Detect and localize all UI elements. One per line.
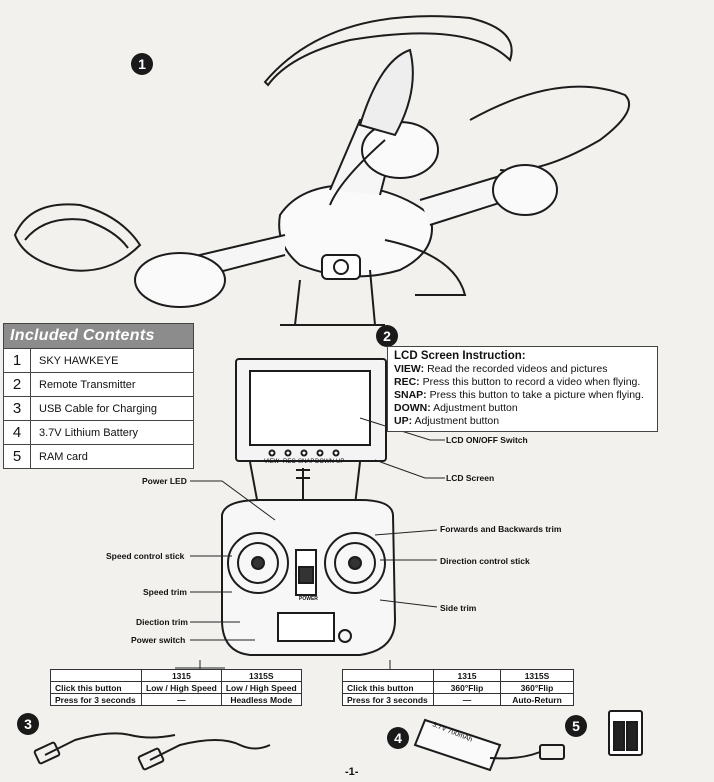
- contents-num: 2: [4, 373, 31, 396]
- motor-pod-right: [492, 164, 558, 216]
- lcd-line-rec: REC: Press this button to record a video…: [394, 376, 641, 388]
- contents-row: 3 USB Cable for Charging: [4, 396, 193, 420]
- lcd-line-up: UP: Adjustment button: [394, 415, 500, 427]
- prop-back: [358, 48, 414, 137]
- table-cell: 1315S: [500, 669, 574, 682]
- table-cell: Low / High Speed: [220, 681, 302, 694]
- transmitter-screen: [277, 612, 335, 642]
- lcd-line-down: DOWN: Adjustment button: [394, 402, 518, 414]
- contents-label: RAM card: [39, 450, 88, 463]
- power-button: [338, 629, 352, 643]
- drone-camera: [321, 254, 361, 280]
- table-cell: 360°Flip: [500, 681, 574, 694]
- lcd-line-snap: SNAP: Press this button to take a pictur…: [394, 389, 644, 401]
- badge-5: 5: [565, 715, 587, 737]
- battery: [413, 718, 502, 772]
- left-stick-gimbal: [227, 532, 289, 594]
- badge-4: 4: [387, 727, 409, 749]
- callout-fwd-back-trim: Forwards and Backwards trim: [440, 524, 562, 534]
- contents-num: 4: [4, 421, 31, 444]
- screen-btn-up: UP: [336, 459, 345, 465]
- contents-label: Remote Transmitter: [39, 378, 136, 391]
- table-cell: Low / High Speed: [141, 681, 222, 694]
- table-cell: 1315S: [220, 669, 302, 682]
- contents-label: USB Cable for Charging: [39, 402, 158, 415]
- lcd-line-view: VIEW: Read the recorded videos and pictu…: [394, 363, 608, 375]
- callout-lcd-onoff: LCD ON/OFF Switch: [446, 435, 528, 445]
- contents-row: 2 Remote Transmitter: [4, 372, 193, 396]
- drone-guard-top: [263, 15, 513, 87]
- contents-num: 5: [4, 445, 31, 468]
- table-cell: —: [141, 693, 222, 706]
- screen-btn-snap: SNAP: [298, 459, 315, 465]
- contents-num: 1: [4, 349, 31, 372]
- table-cell: Press for 3 seconds: [342, 693, 434, 706]
- callout-speed-trim: Speed trim: [143, 587, 187, 597]
- contents-row: 5 RAM card: [4, 444, 193, 468]
- lcd-instruction-box: LCD Screen Instruction: VIEW: Read the r…: [387, 346, 658, 432]
- table-cell: Click this button: [50, 681, 142, 694]
- table-cell: 1315: [433, 669, 501, 682]
- usb-cable-2: [149, 739, 271, 761]
- included-contents-table: Included Contents 1 SKY HAWKEYE 2 Remote…: [3, 323, 194, 469]
- table-cell: 360°Flip: [433, 681, 501, 694]
- badge-2: 2: [376, 325, 398, 347]
- callout-power-switch: Power switch: [131, 635, 186, 645]
- landing-gear: [280, 239, 467, 326]
- callout-direction-stick: Direction control stick: [440, 556, 530, 566]
- callout-speed-stick: Speed control stick: [106, 551, 185, 561]
- contents-label: SKY HAWKEYE: [39, 354, 119, 367]
- table-cell: [50, 669, 142, 682]
- contents-label: 3.7V Lithium Battery: [39, 426, 139, 439]
- table-cell: [342, 669, 434, 682]
- callout-side-trim: Side trim: [440, 603, 477, 613]
- callout-lcd-screen: LCD Screen: [446, 473, 495, 483]
- callout-power-led: Power LED: [142, 476, 187, 486]
- table-cell: Press for 3 seconds: [50, 693, 142, 706]
- lcd-instruction-title: LCD Screen Instruction:: [394, 350, 526, 362]
- right-stick-gimbal: [324, 532, 386, 594]
- motor-pod-left: [134, 252, 226, 308]
- table-cell: Headless Mode: [220, 693, 302, 706]
- screen-btn-down: DOWN: [315, 459, 334, 465]
- usb-cable-1: [44, 732, 176, 756]
- transmitter-power-text: POWER: [299, 596, 318, 602]
- table-cell: Click this button: [342, 681, 434, 694]
- drone-guard-left: [13, 203, 142, 272]
- table-cell: 1315: [141, 669, 222, 682]
- drone-guard-right: [469, 85, 630, 172]
- screen-btn-view: VIEW: [264, 459, 280, 465]
- table-cell: —: [433, 693, 501, 706]
- page-number: -1-: [345, 766, 359, 778]
- callout-direction-trim: Diection trim: [136, 617, 188, 627]
- table-cell: Auto-Return: [500, 693, 574, 706]
- included-contents-title: Included Contents: [4, 324, 193, 348]
- screen-btn-rec: REC: [283, 459, 296, 465]
- badge-1: 1: [131, 53, 153, 75]
- contents-row: 4 3.7V Lithium Battery: [4, 420, 193, 444]
- lcd-display: [249, 370, 371, 446]
- badge-3: 3: [17, 713, 39, 735]
- contents-num: 3: [4, 397, 31, 420]
- contents-row: 1 SKY HAWKEYE: [4, 348, 193, 372]
